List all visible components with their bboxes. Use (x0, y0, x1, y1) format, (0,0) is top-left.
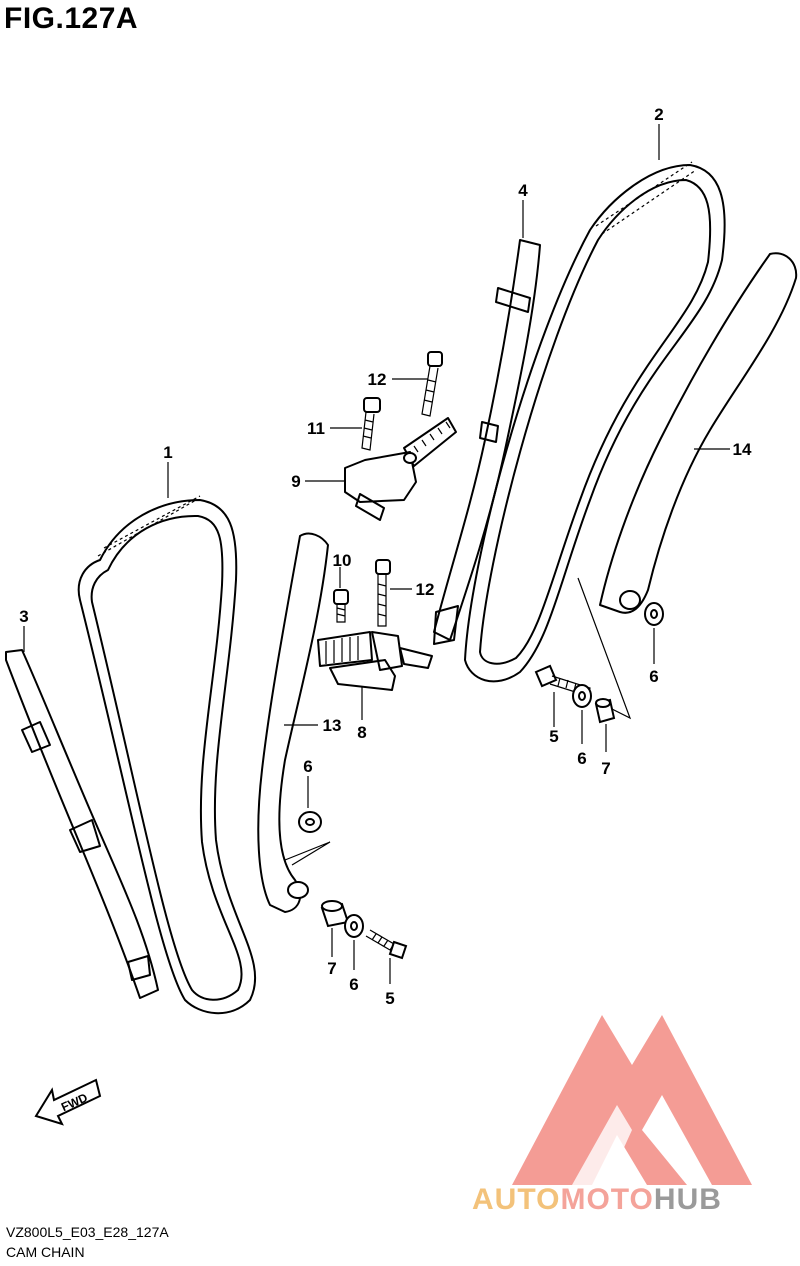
callout-6-upper-right: 6 (649, 667, 658, 686)
callout-8: 8 (357, 723, 366, 742)
callout-11: 11 (307, 419, 325, 438)
callout-7-left: 7 (327, 959, 336, 978)
chain-guide-left (5, 649, 159, 999)
bolt-5-left (365, 929, 408, 960)
callout-4: 4 (518, 181, 528, 200)
fwd-label: FWD (59, 1090, 90, 1114)
washer-6-left-lower (344, 914, 364, 938)
callout-7-right: 7 (601, 759, 610, 778)
collar-7-right (594, 698, 616, 724)
washer-6-right (572, 684, 592, 708)
tensioner-adjuster-upper (344, 417, 457, 521)
callout-5-right: 5 (549, 727, 558, 746)
watermark-wordmark: AUTOMOTOHUB (472, 1183, 722, 1217)
callout-13: 13 (323, 716, 342, 735)
bolt-12-lower (375, 559, 391, 627)
callout-labels: 1 2 3 4 5 6 7 6 6 7 6 5 8 9 10 11 12 12 … (19, 105, 752, 1008)
callout-14: 14 (733, 440, 752, 459)
tensioner-adjuster-lower (317, 631, 433, 691)
leader-lines (23, 124, 730, 984)
washer-6-upper-right (644, 602, 664, 626)
fwd-arrow-icon: FWD (34, 1078, 102, 1126)
figure-name: CAM CHAIN (6, 1244, 85, 1260)
washer-6-left (298, 811, 322, 833)
callout-10: 10 (333, 551, 352, 570)
callout-2: 2 (654, 105, 663, 124)
callout-3: 3 (19, 607, 28, 626)
callout-12-lower: 12 (416, 580, 435, 599)
callout-6-right: 6 (577, 749, 586, 768)
callout-6-left: 6 (303, 757, 312, 776)
chain-guide-upper (433, 239, 541, 645)
bolt-11 (361, 397, 381, 451)
tensioner-arm-right (577, 252, 798, 720)
callout-9: 9 (291, 472, 300, 491)
collar-7-left (320, 900, 350, 928)
cam-chain-right (464, 161, 726, 683)
bolt-12-upper (421, 351, 443, 417)
callout-6-left-lower: 6 (349, 975, 358, 994)
wordmark-auto: AUTO (472, 1183, 561, 1216)
callout-12-upper: 12 (368, 370, 387, 389)
figure-code: VZ800L5_E03_E28_127A (6, 1224, 169, 1240)
wordmark-hub: HUB (653, 1183, 722, 1216)
tensioner-arm-left (257, 532, 331, 913)
bolt-10 (333, 589, 349, 623)
watermark-logo-icon (512, 1015, 752, 1185)
wordmark-moto: MOTO (560, 1183, 654, 1216)
watermark-triangle (512, 1015, 752, 1185)
figure-title: FIG.127A (4, 2, 139, 35)
callout-1: 1 (163, 443, 172, 462)
figure-footer: VZ800L5_E03_E28_127A CAM CHAIN (6, 1222, 169, 1262)
cam-chain-left (77, 495, 257, 1015)
callout-5-left: 5 (385, 989, 394, 1008)
